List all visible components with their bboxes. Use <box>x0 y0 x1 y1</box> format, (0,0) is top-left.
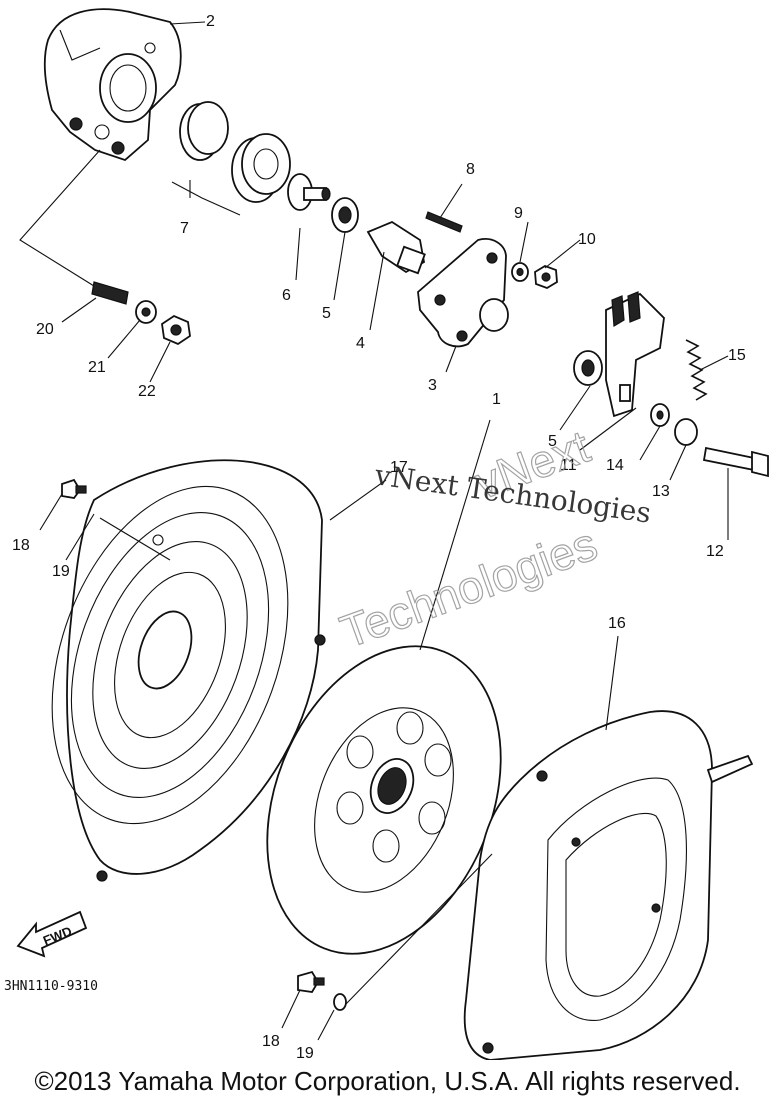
part-1-disc <box>266 645 502 955</box>
callout-3: 3 <box>428 377 437 394</box>
callout-14: 14 <box>606 457 624 474</box>
callout-20: 20 <box>36 321 54 338</box>
callout-18-top: 18 <box>12 537 30 554</box>
callout-21: 21 <box>88 359 106 376</box>
callout-17: 17 <box>390 459 408 476</box>
part-20-stud <box>91 281 129 305</box>
part-7-piston <box>231 133 291 203</box>
callout-12: 12 <box>706 543 724 560</box>
callout-10: 10 <box>578 231 596 248</box>
part-18-bolt-top <box>61 478 87 499</box>
part-3-bracket <box>417 238 509 348</box>
callout-5: 5 <box>322 305 331 322</box>
callout-8: 8 <box>466 161 475 178</box>
callout-19-top: 19 <box>52 563 70 580</box>
part-21-washer <box>135 300 157 324</box>
callout-9: 9 <box>514 205 523 222</box>
callout-16: 16 <box>608 615 626 632</box>
part-11-lever <box>605 291 665 418</box>
callout-2: 2 <box>206 13 215 30</box>
callout-5-second: 5 <box>548 433 557 450</box>
part-8-stud <box>425 211 463 233</box>
exploded-parts-diagram: 2 7 6 5 4 8 9 10 3 20 21 22 5 11 15 14 1… <box>4 8 769 1060</box>
callout-6: 6 <box>282 287 291 304</box>
part-15-spring <box>685 339 708 401</box>
part-6-shaft <box>287 173 331 211</box>
part-12-bolt <box>702 446 769 478</box>
watermark: Technologies vNext vNext Technologies <box>333 419 653 658</box>
callout-13: 13 <box>652 483 670 500</box>
part-13-collar <box>674 418 698 446</box>
callout-22: 22 <box>138 383 156 400</box>
part-17-cover <box>51 459 326 882</box>
part-2-housing <box>43 8 182 162</box>
callout-1: 1 <box>492 391 501 408</box>
callout-15: 15 <box>728 347 746 364</box>
diagram-code: 3HN1110-9310 <box>4 979 98 994</box>
part-5-bearing-second <box>573 350 603 386</box>
watermark-line2-technologies: Technologies <box>334 517 604 658</box>
part-22-nut <box>161 314 191 346</box>
callout-7: 7 <box>180 220 189 237</box>
callout-11: 11 <box>560 457 577 474</box>
part-14-washer <box>650 403 670 427</box>
callout-19-bottom: 19 <box>296 1045 314 1060</box>
part-16-shield <box>463 710 754 1060</box>
callout-labels: 2 7 6 5 4 8 9 10 3 20 21 22 5 11 15 14 1… <box>12 13 746 1060</box>
part-10-nut <box>534 265 558 289</box>
callout-4: 4 <box>356 335 365 352</box>
part-4-cam <box>366 220 426 275</box>
fwd-arrow-icon: FWD <box>16 910 88 958</box>
copyright-notice: ©2013 Yamaha Motor Corporation, U.S.A. A… <box>34 1066 741 1096</box>
part-5-bearing <box>331 197 359 233</box>
callout-18-bottom: 18 <box>262 1033 280 1050</box>
part-7-cap <box>179 101 229 161</box>
part-18-bolt-bottom <box>297 970 325 993</box>
leader-lines <box>19 21 729 1041</box>
part-19-washer-bottom <box>333 993 347 1011</box>
part-9-washer <box>511 262 529 282</box>
